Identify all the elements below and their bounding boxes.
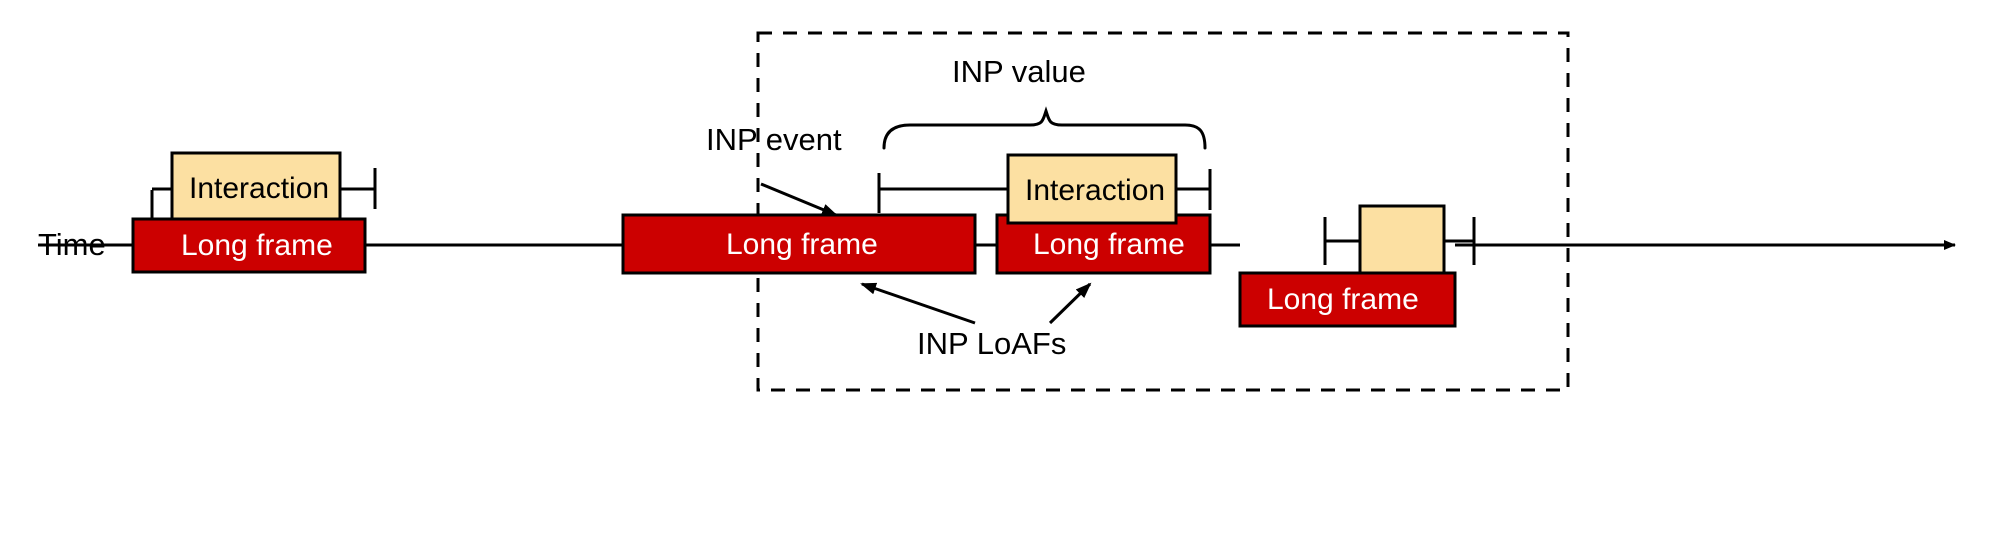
inp-event-arrow bbox=[760, 182, 838, 217]
inp-interaction-box bbox=[1006, 153, 1178, 225]
inp-event-label: INP event bbox=[706, 122, 842, 157]
inp-value-curly-brace bbox=[882, 106, 1207, 150]
inp-value-label: INP value bbox=[952, 54, 1086, 89]
right-interaction-box bbox=[1358, 204, 1446, 277]
time-axis-label: Time bbox=[38, 227, 106, 262]
inp-long-frame-2-box bbox=[995, 213, 1212, 275]
left-long-frame-box bbox=[131, 217, 367, 274]
inp-loafs-arrow-left bbox=[860, 282, 976, 325]
inp-loafs-label: INP LoAFs bbox=[917, 326, 1067, 361]
right-long-frame-box bbox=[1238, 271, 1457, 328]
left-interaction-box bbox=[170, 151, 342, 223]
inp-region-dashed-box bbox=[756, 31, 1570, 392]
inp-long-frame-1-box bbox=[621, 213, 977, 275]
inp-loafs-arrow-right bbox=[1048, 282, 1092, 325]
